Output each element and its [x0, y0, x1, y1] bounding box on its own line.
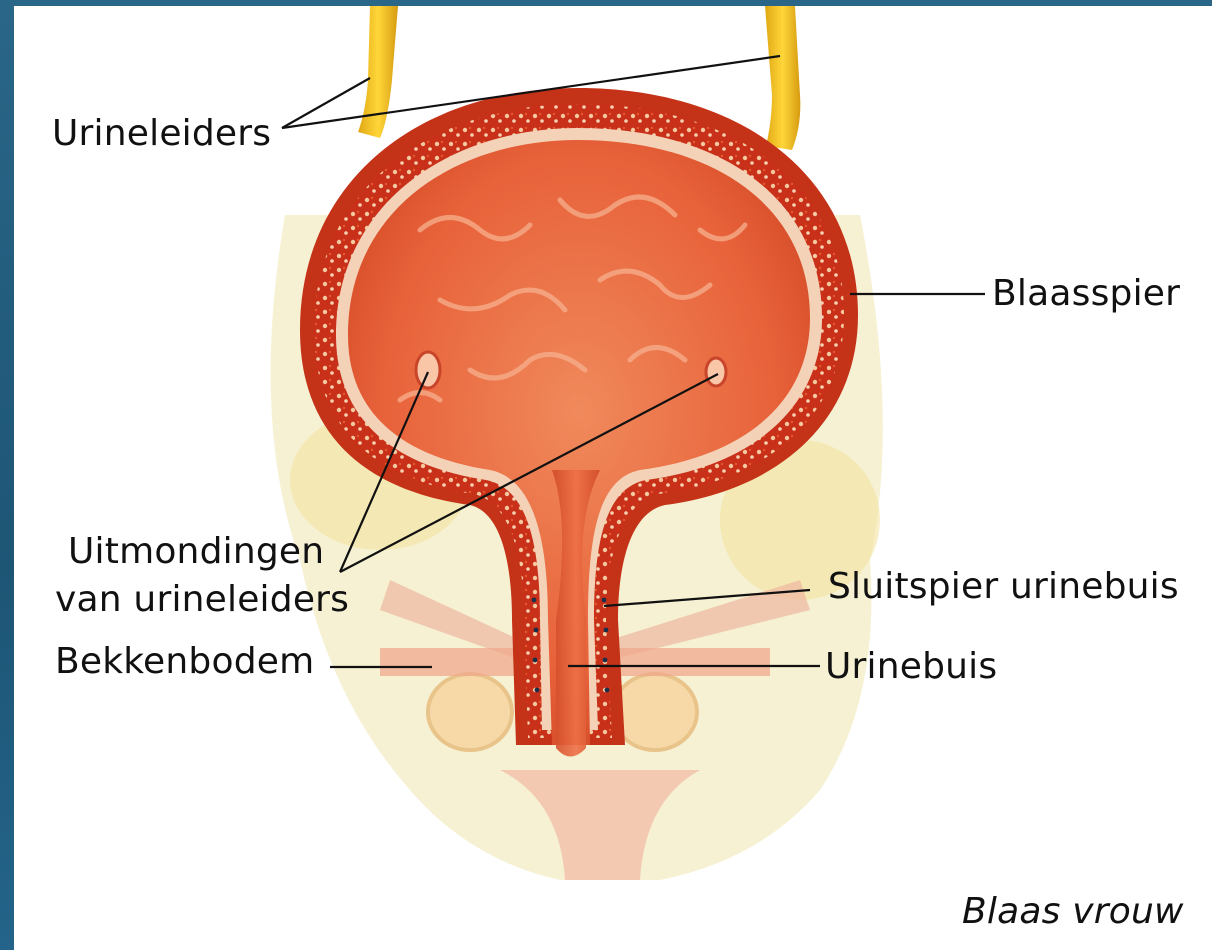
- label-bekkenbodem: Bekkenbodem: [55, 642, 314, 682]
- label-sluitspier: Sluitspier urinebuis: [828, 567, 1179, 607]
- label-blaasspier: Blaasspier: [992, 274, 1180, 314]
- label-urinebuis: Urinebuis: [825, 647, 997, 687]
- figure-caption: Blaas vrouw: [962, 892, 1184, 932]
- right-ureter-orifice: [706, 358, 726, 386]
- label-uitmondingen-line2: van urineleiders: [55, 580, 349, 620]
- left-ureter-orifice: [416, 352, 440, 388]
- label-uitmondingen-line1: Uitmondingen: [68, 532, 324, 572]
- label-urineleiders: Urineleiders: [52, 114, 271, 154]
